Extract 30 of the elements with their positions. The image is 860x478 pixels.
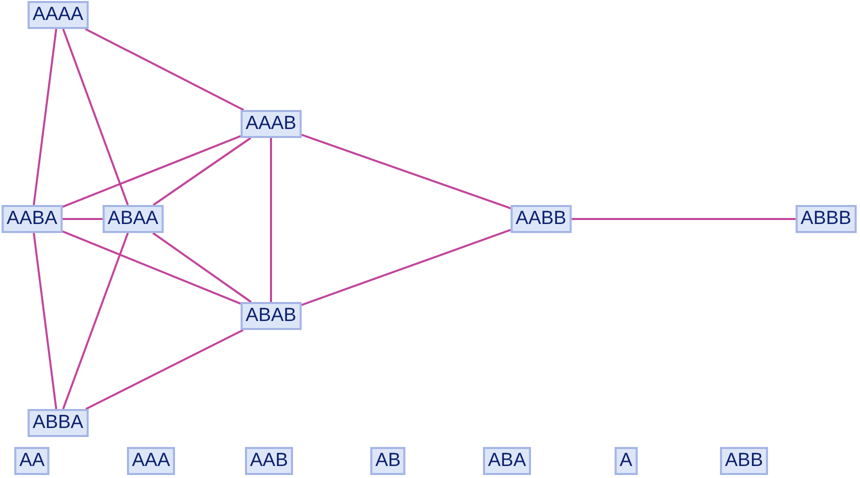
label-box: AAAB bbox=[240, 110, 302, 138]
label-box: ABA bbox=[482, 447, 532, 475]
connector-line bbox=[270, 138, 272, 302]
connector-line bbox=[571, 218, 796, 220]
label-box: ABBA bbox=[28, 409, 88, 437]
label-box: ABAB bbox=[240, 302, 302, 330]
label-box: ABAA bbox=[102, 205, 164, 233]
connector-line bbox=[301, 228, 511, 306]
label-box: AABB bbox=[510, 205, 572, 233]
connector-line bbox=[301, 134, 511, 210]
label-box: AA bbox=[14, 447, 50, 475]
label-box: A bbox=[614, 447, 638, 475]
connector-line bbox=[62, 135, 242, 208]
connector-line bbox=[62, 230, 242, 305]
label-box: AAB bbox=[244, 447, 294, 475]
connector-line bbox=[85, 329, 244, 410]
connector-line bbox=[62, 218, 103, 220]
connector-line bbox=[152, 137, 252, 206]
connector-line bbox=[152, 232, 252, 303]
label-box: AB bbox=[370, 447, 406, 475]
connector-line bbox=[62, 28, 129, 206]
connector-line bbox=[62, 232, 129, 410]
label-box: ABBB bbox=[796, 205, 856, 233]
connector-line bbox=[32, 232, 58, 410]
label-box: AAAA bbox=[28, 1, 88, 29]
connector-line bbox=[84, 28, 244, 111]
connector-line bbox=[32, 28, 58, 206]
label-box: ABB bbox=[720, 447, 768, 475]
label-box: AAA bbox=[126, 447, 176, 475]
label-box: AABA bbox=[2, 205, 62, 233]
